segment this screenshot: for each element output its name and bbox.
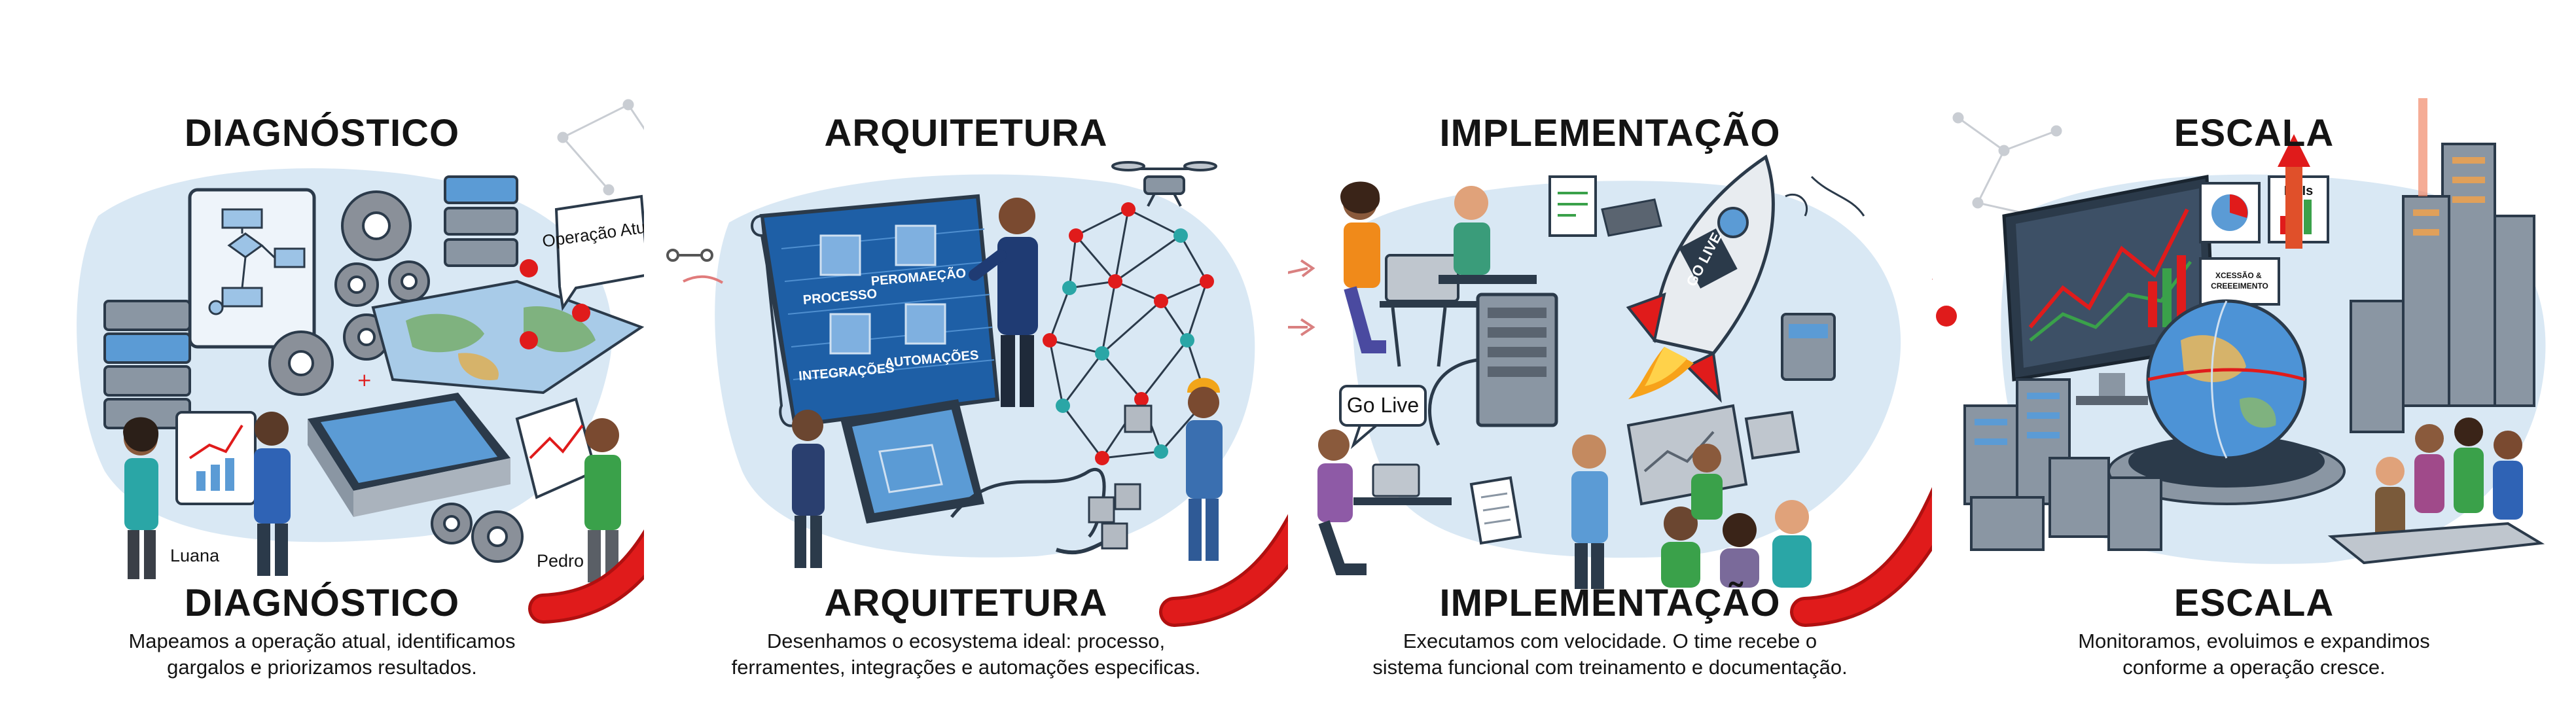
panel-escala: KPIs XCESSÃO & CREEEIMENTO xyxy=(1932,0,2576,712)
description-line: Monitoramos, evoluimos e expandimos xyxy=(2078,630,2430,652)
tablet-icon xyxy=(308,393,510,517)
person-icon xyxy=(1454,186,1490,275)
panel-heading: IMPLEMENTAÇÃO xyxy=(1439,112,1781,154)
panel-diagnostico: Operação Atual xyxy=(0,0,644,712)
person-luana-icon xyxy=(123,417,159,579)
growth-label-line: CREEEIMENTO xyxy=(2211,281,2268,291)
growth-label-line: XCESSÃO & xyxy=(2215,270,2262,280)
panel-subheading: ARQUITETURA xyxy=(824,582,1108,624)
description-line: Mapeamos a operação atual, identificamos xyxy=(128,630,516,652)
person-icon xyxy=(1317,429,1367,575)
arquitetura-illustration: PROCESSO PEROMAEÇÃO INTEGRAÇÕES AUTOMAÇÕ… xyxy=(666,161,1288,627)
go-live-label: Go Live xyxy=(1347,393,1419,417)
description-line: Executamos com velocidade. O time recebe… xyxy=(1403,630,1817,652)
tablet-icon xyxy=(840,399,984,524)
laptop-icon xyxy=(1372,463,1420,497)
arrow-icon xyxy=(1790,487,1932,627)
panel-arquitetura: PROCESSO PEROMAEÇÃO INTEGRAÇÕES AUTOMAÇÕ… xyxy=(644,0,1288,712)
panel-description: Executamos com velocidade. O time recebe… xyxy=(1314,628,1906,681)
description-line: ferramentes, integrações e automações es… xyxy=(731,656,1201,679)
document-icon xyxy=(1548,175,1597,237)
go-live-bubble xyxy=(1339,385,1427,450)
flowchart-icon xyxy=(188,188,316,349)
growth-arrow-icon xyxy=(2278,134,2310,249)
person-icon xyxy=(1186,378,1223,561)
dashboard-monitor-icon xyxy=(2002,174,2215,405)
network-lines-icon xyxy=(557,99,644,196)
panel-heading: DIAGNÓSTICO xyxy=(184,112,460,154)
panel-description: Mapeamos a operação atual, identificamos… xyxy=(26,628,618,681)
keyboard-icon xyxy=(1601,198,1662,237)
pie-chart-icon xyxy=(2199,182,2261,243)
server-icon xyxy=(444,175,518,267)
person-pedro-icon xyxy=(584,418,621,582)
panel-subheading: IMPLEMENTAÇÃO xyxy=(1439,582,1781,624)
drone-icon xyxy=(1111,161,1217,207)
person-icon xyxy=(792,410,825,568)
server-icon xyxy=(1781,313,1836,381)
diagnostico-illustration: Operação Atual xyxy=(77,99,644,624)
panel-description: Monitoramos, evoluimos e expandimos conf… xyxy=(1958,628,2550,681)
arrow-icon xyxy=(1288,259,1315,336)
panel-heading: ESCALA xyxy=(2174,112,2334,154)
growth-label: XCESSÃO & CREEEIMENTO xyxy=(2211,270,2268,291)
link-icon xyxy=(666,249,713,262)
panel-heading: ARQUITETURA xyxy=(824,112,1108,154)
operacao-atual-bubble xyxy=(554,194,644,312)
panel-implementacao: GO LIVE Go Live xyxy=(1288,0,1932,712)
blueprint-icon xyxy=(751,194,1000,428)
person-name-luana: Luana xyxy=(170,546,220,565)
server-icon xyxy=(103,300,191,429)
map-icon xyxy=(371,259,644,395)
description-line: gargalos e priorizamos resultados. xyxy=(167,656,477,679)
description-line: Desenhamos o ecosystema ideal: processo, xyxy=(766,630,1166,652)
gear-icon xyxy=(268,190,524,563)
panel-subheading: DIAGNÓSTICO xyxy=(184,582,460,624)
person-icon xyxy=(969,198,1038,407)
svg-text:+: + xyxy=(357,369,372,391)
description-line: conforme a operação cresce. xyxy=(2122,656,2386,679)
audience-icon xyxy=(1661,444,1812,588)
server-icon xyxy=(1476,293,1558,427)
person-name-pedro: Pedro xyxy=(537,551,584,571)
arrow-icon xyxy=(1159,514,1288,627)
building-icon xyxy=(1963,378,2162,551)
chart-icon xyxy=(175,411,257,505)
person-icon xyxy=(254,412,291,576)
rocket-icon xyxy=(1626,154,1775,403)
person-icon xyxy=(1571,435,1608,589)
cube-icon xyxy=(1088,404,1153,550)
growth-card xyxy=(2199,257,2280,306)
document-icon xyxy=(1469,476,1522,545)
globe-icon xyxy=(2107,299,2346,505)
panel-subheading: ESCALA xyxy=(2174,582,2334,624)
panel-description: Desenhamos o ecosystema ideal: processo,… xyxy=(670,628,1262,681)
person-icon xyxy=(1340,181,1386,353)
description-line: sistema funcional com treinamento e docu… xyxy=(1372,656,1848,679)
network-lines-icon xyxy=(1952,112,2062,217)
status-dot-icon xyxy=(1936,306,1957,327)
implementacao-illustration: GO LIVE Go Live xyxy=(1288,154,1932,627)
arrow-icon xyxy=(528,529,644,624)
escala-illustration: KPIs XCESSÃO & CREEEIMENTO xyxy=(1932,98,2546,565)
